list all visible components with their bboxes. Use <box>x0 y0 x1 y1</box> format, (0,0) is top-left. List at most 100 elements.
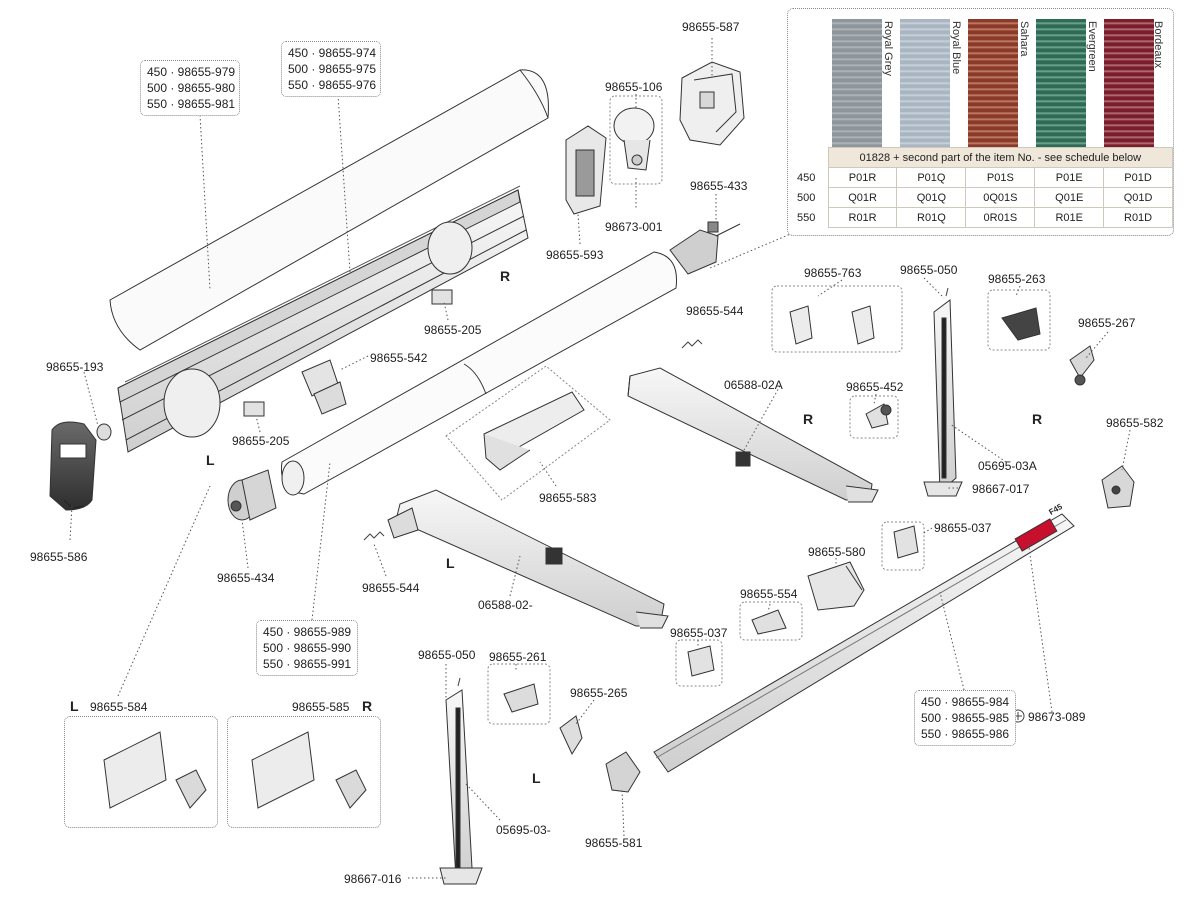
swatch-label: Bordeaux <box>1152 21 1164 69</box>
profile-size-box: 450 · 98655-974 500 · 98655-975 550 · 98… <box>281 41 381 97</box>
part-label: 98655-205 <box>232 434 290 448</box>
side-marker-right: R <box>362 698 373 714</box>
fabric-schedule-panel: Royal Grey Royal Blue Sahara Evergreen B… <box>787 8 1174 236</box>
box-line: 450 · 98655-979 <box>147 65 236 79</box>
part-label: 98673-089 <box>1028 710 1086 724</box>
end-cap-pin <box>96 423 112 441</box>
box-line: 550 · 98655-986 <box>921 727 1010 741</box>
swatch-bordeaux <box>1104 19 1154 147</box>
side-marker-right: R <box>1032 411 1043 427</box>
box-line: 550 · 98655-991 <box>263 657 352 671</box>
support-leg-left <box>439 677 483 885</box>
code-cell: R01E <box>1034 207 1105 228</box>
part-582 <box>1101 465 1135 509</box>
spring-544-top <box>681 339 703 349</box>
part-label: 98655-544 <box>362 581 420 595</box>
code-cell: Q01R <box>827 187 898 208</box>
mini-box-left <box>64 716 218 828</box>
roller-size-box: 450 · 98655-989 500 · 98655-990 550 · 98… <box>256 620 358 676</box>
part-label: 98667-017 <box>972 482 1030 496</box>
part-763 <box>771 285 903 353</box>
part-label: 98673-001 <box>605 220 663 234</box>
mini-assembly-right <box>251 731 367 809</box>
code-cell: P01Q <box>896 167 967 188</box>
side-marker-left: L <box>70 698 79 714</box>
code-cell: R01D <box>1103 207 1173 228</box>
part-label: 98655-586 <box>30 550 88 564</box>
box-line: 500 · 98655-980 <box>147 81 236 95</box>
clip-205-bottom <box>243 401 265 417</box>
part-label: 98655-544 <box>686 304 744 318</box>
box-line: 550 · 98655-976 <box>288 78 377 92</box>
part-265 <box>559 715 583 756</box>
code-cell: 0R01S <box>965 207 1036 228</box>
code-cell: P01E <box>1034 167 1105 188</box>
part-452 <box>849 395 899 439</box>
box-line: 500 · 98655-985 <box>921 711 1010 725</box>
swatch-label: Royal Grey <box>882 21 894 77</box>
part-label: 06588-02- <box>478 598 533 612</box>
code-cell: P01S <box>965 167 1036 188</box>
cover-size-box: 450 · 98655-979 500 · 98655-980 550 · 98… <box>140 60 240 116</box>
part-label: 98667-016 <box>344 872 402 886</box>
code-cell: R01Q <box>896 207 967 228</box>
winch-cap <box>613 107 655 171</box>
part-label: 98655-585 <box>292 700 350 714</box>
box-line: 450 · 98655-974 <box>288 46 377 60</box>
size-cell: 500 <box>797 191 816 204</box>
part-label: 98655-584 <box>90 700 148 714</box>
part-label: 98655-037 <box>670 626 728 640</box>
fabric-code-table: 01828 + second part of the item No. - se… <box>794 147 1174 228</box>
code-cell: R01R <box>827 207 898 228</box>
spring-544-bottom <box>363 531 385 541</box>
part-label: 98655-193 <box>46 360 104 374</box>
front-bar-size-box: 450 · 98655-984 500 · 98655-985 550 · 98… <box>914 690 1016 746</box>
part-106 <box>609 95 663 185</box>
part-label: 98655-050 <box>418 648 476 662</box>
part-label: 98655-106 <box>605 80 663 94</box>
part-267 <box>1069 345 1095 386</box>
main-profile <box>117 185 529 453</box>
leader-lines <box>69 38 1131 879</box>
roller-spring-right <box>669 221 741 275</box>
part-label: 98655-263 <box>988 272 1046 286</box>
side-marker-left: L <box>446 555 455 571</box>
code-cell: Q01E <box>1034 187 1105 208</box>
part-label: 06588-02A <box>724 378 783 392</box>
box-line: 450 · 98655-984 <box>921 695 1010 709</box>
side-marker-left: L <box>532 770 541 786</box>
roller-spring-left <box>227 469 277 521</box>
end-plate <box>565 125 607 215</box>
part-label: 98655-265 <box>570 686 628 700</box>
rafter-head-583 <box>445 365 611 501</box>
table-header-row: 01828 + second part of the item No. - se… <box>794 147 1174 168</box>
support-leg-right <box>923 287 963 497</box>
box-line: 450 · 98655-989 <box>263 625 352 639</box>
part-label: 98655-593 <box>546 248 604 262</box>
code-cell: Q01D <box>1103 187 1173 208</box>
swatch-label: Royal Blue <box>950 21 962 75</box>
size-cell: 450 <box>797 171 816 184</box>
box-line: 500 · 98655-990 <box>263 641 352 655</box>
rafter-arm-right <box>627 367 879 503</box>
mini-box-right <box>227 716 381 828</box>
wall-bracket-right <box>679 61 745 146</box>
size-cell: 550 <box>797 211 816 224</box>
roller-tube <box>280 251 678 496</box>
code-cell: P01D <box>1103 167 1173 188</box>
mini-assembly-left <box>103 731 207 809</box>
clip-205-top <box>431 289 453 305</box>
table-row: 500 Q01R Q01Q 0Q01S Q01E Q01D <box>794 187 1173 208</box>
part-label: 98655-581 <box>585 836 643 850</box>
awning-cover <box>109 69 549 351</box>
part-label: 05695-03- <box>496 823 551 837</box>
part-label: 98655-261 <box>489 650 547 664</box>
part-label: 98655-267 <box>1078 316 1136 330</box>
part-label: 98655-452 <box>846 380 904 394</box>
part-label: 98655-580 <box>808 545 866 559</box>
box-line: 500 · 98655-975 <box>288 62 377 76</box>
code-cell: P01R <box>827 167 898 188</box>
part-label: 98655-587 <box>682 20 740 34</box>
